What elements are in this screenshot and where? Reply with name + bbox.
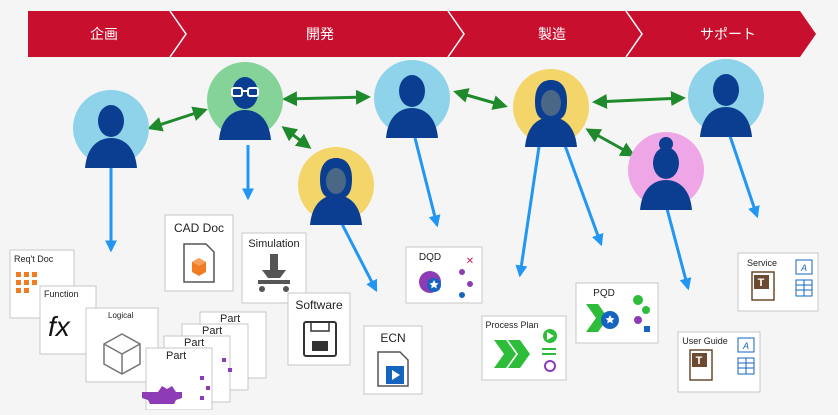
phase-label-plan: 企画 [90,26,118,42]
doc-label-part-4: Part [220,313,240,325]
spreadsheet-icon: A [795,259,813,297]
guide-doc-icon: T [689,349,713,381]
phase-chevron-dev[interactable] [170,11,464,57]
collab-arrow-6 [585,128,636,157]
documents: Req't Doc Function fx Logical Part [9,214,819,411]
doc-label-logical: Logical [108,311,134,320]
dqd-gear-icon [419,271,441,293]
doc-label-part-1: Part [166,350,186,362]
doc-label-reqt: Req't Doc [14,254,54,264]
avatar-designer[interactable] [298,147,374,225]
doc-label-cad: CAD Doc [174,221,224,235]
handoff-arrow-3 [340,223,378,293]
phase-label-dev: 開発 [306,26,334,42]
hair-bun-icon [659,137,673,151]
phase-chevron-plan[interactable] [28,11,186,57]
doc-label-function: Function [44,289,79,299]
avatar-quality[interactable] [374,60,450,138]
handoff-arrow-5 [515,139,542,278]
doc-card-service[interactable]: Service T A [737,252,819,312]
doc-label-software: Software [295,298,343,312]
doc-card-ecn[interactable]: ECN [363,325,423,395]
avatar-service[interactable] [688,59,764,137]
chevron-forward-icon [494,340,530,368]
collaboration-arrows [147,88,686,157]
doc-label-process-plan: Process Plan [485,320,538,330]
collab-arrow-5 [592,91,686,109]
doc-label-service: Service [747,258,777,268]
people [73,59,764,225]
guide-spreadsheet-icon: A [737,337,755,375]
collab-arrow-4 [453,88,508,110]
gear-icon [142,386,182,404]
press-icon [258,254,290,292]
cube-icon [103,333,141,375]
doc-card-software[interactable]: Software [287,292,351,366]
collab-arrow-1 [147,106,208,132]
avatar-planner[interactable] [73,90,149,168]
phase-label-support: サポート [700,26,756,42]
svg-text:A: A [742,341,749,351]
handoff-arrow-8 [728,135,760,219]
change-notice-icon [377,351,409,387]
floppy-disk-icon [303,321,337,357]
handoff-arrow-6 [561,139,604,247]
avatar-support[interactable] [628,132,704,210]
doc-card-cad[interactable]: CAD Doc [164,214,234,292]
handoff-arrow-7 [664,204,692,291]
phase-banner: 企画 開発 製造 サポート [28,10,816,58]
glasses-icon [231,87,259,97]
doc-card-dqd[interactable]: DQD ✕ [405,246,483,304]
doc-card-part-1[interactable]: Part [142,347,213,411]
doc-label-dqd: DQD [419,252,441,263]
doc-label-part-2: Part [184,337,204,349]
doc-label-user-guide: User Guide [682,336,728,346]
doc-label-ecn: ECN [380,331,405,345]
dqd-close-icon: ✕ [466,256,474,267]
phase-chevron-support[interactable] [626,11,816,57]
doc-card-process-plan[interactable]: Process Plan [481,315,567,381]
collab-arrow-2 [282,89,371,107]
doc-card-simulation[interactable]: Simulation [241,232,307,304]
svg-text:T: T [758,277,765,289]
doc-card-pqd[interactable]: PQD [575,282,659,344]
grid-icon [16,272,37,293]
doc-label-part-3: Part [202,325,222,337]
doc-label-pqd: PQD [593,288,615,299]
phase-chevron-mfg[interactable] [448,11,642,57]
collab-arrow-3 [281,126,312,149]
cad-file-icon [183,243,215,283]
svg-text:T: T [696,355,703,367]
avatar-engineer[interactable] [207,62,283,140]
function-icon: fx [48,311,71,342]
phase-label-mfg: 製造 [538,26,566,42]
handoff-arrows [105,135,760,293]
avatar-manufacturing[interactable] [513,69,589,147]
pqd-icon [586,304,619,332]
doc-card-user-guide[interactable]: User Guide T A [677,331,761,393]
handoff-arrow-4 [413,137,441,228]
doc-label-simulation: Simulation [248,238,299,250]
svg-text:A: A [800,263,807,273]
text-doc-icon: T [751,271,775,301]
